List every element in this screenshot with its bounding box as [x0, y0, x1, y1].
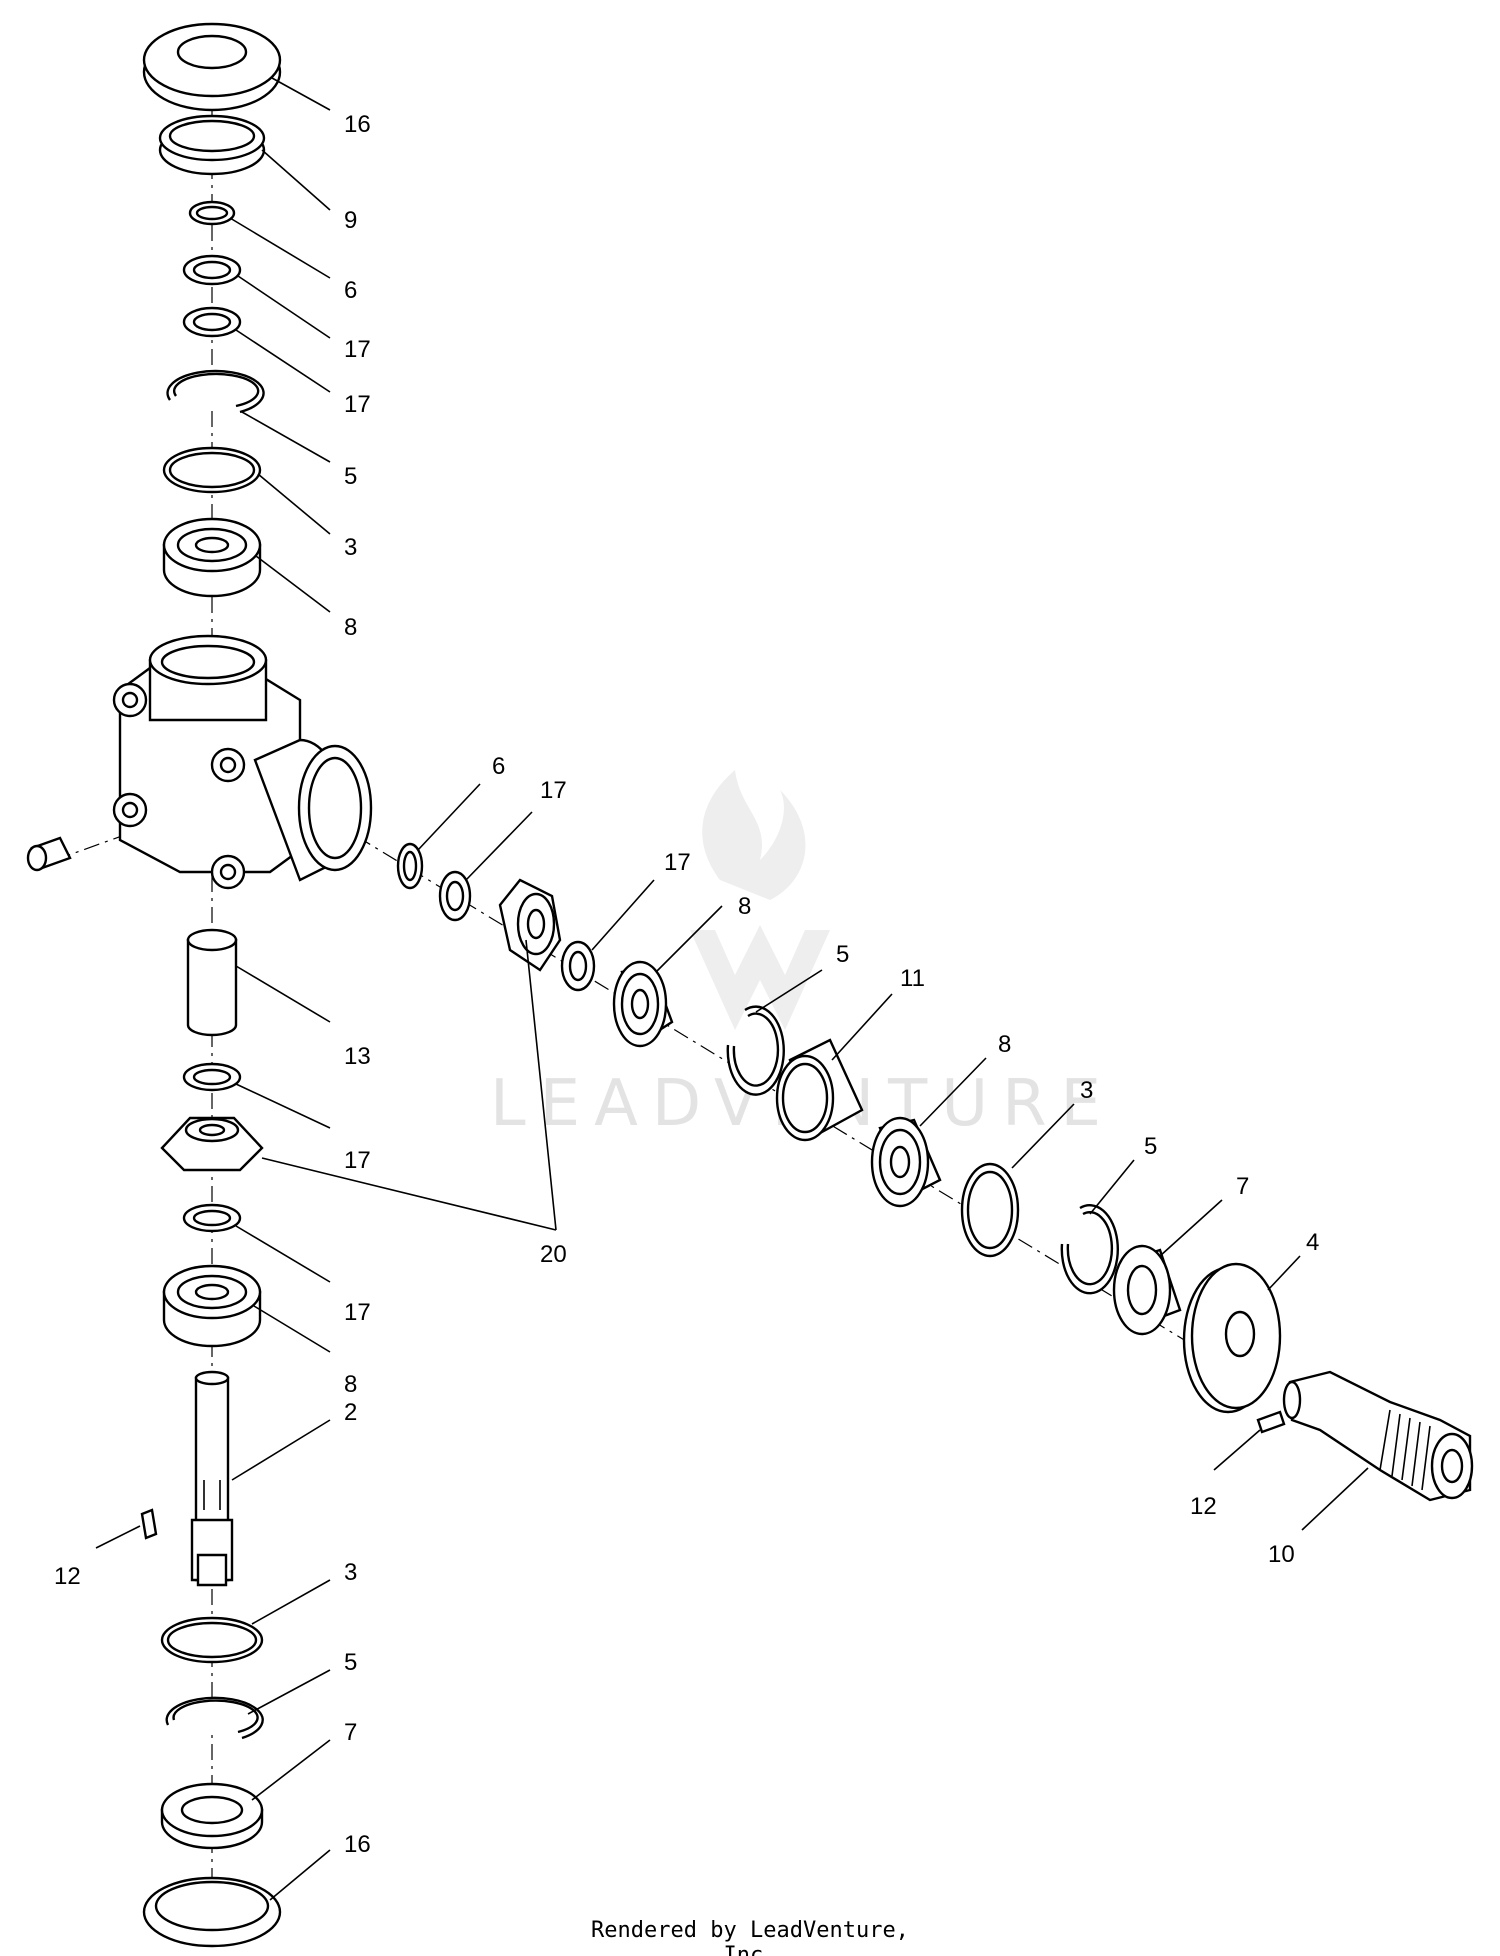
seal-ring-9 [158, 114, 266, 176]
callout-17-c: 17 [540, 777, 567, 804]
callout-20: 20 [540, 1241, 567, 1268]
callout-7-right: 7 [1236, 1173, 1249, 1200]
render-credit: Rendered by LeadVenture, Inc. [591, 1918, 909, 1956]
retaining-ring-5-mid [726, 1005, 785, 1096]
callout-16-top: 16 [344, 111, 371, 138]
callout-17-b: 17 [344, 391, 371, 418]
callout-12-right: 12 [1190, 1493, 1217, 1520]
bevel-gear-20-upper [498, 878, 562, 972]
seal-cap-16-bottom [142, 1876, 282, 1948]
callout-17-d: 17 [664, 849, 691, 876]
bearing-8-right [870, 1116, 942, 1208]
bushing-11 [775, 1038, 864, 1142]
callout-10: 10 [1268, 1541, 1295, 1568]
gearbox-housing [112, 634, 373, 890]
callout-3-top: 3 [344, 534, 357, 561]
callout-2: 2 [344, 1399, 357, 1426]
callout-6-mid: 6 [492, 753, 505, 780]
callout-12-left: 12 [54, 1563, 81, 1590]
callout-17-e: 17 [344, 1147, 371, 1174]
bearing-8-mid [612, 960, 674, 1048]
bearing-8-bottom [162, 1264, 262, 1348]
callout-6-top: 6 [344, 277, 357, 304]
vertical-shaft-2 [190, 1370, 234, 1587]
snap-ring-6-top [188, 200, 236, 226]
callout-labels: 16 9 6 17 17 5 3 8 6 17 17 8 5 11 8 3 5 … [54, 111, 1319, 1858]
drain-plug [26, 836, 72, 872]
callout-5-right: 5 [1144, 1133, 1157, 1160]
bearing-8-top [162, 517, 262, 598]
callout-8-right: 8 [998, 1031, 1011, 1058]
oil-seal-7-bottom [160, 1782, 264, 1850]
spacer-ring-3-right [960, 1162, 1020, 1258]
shim-17-b [182, 306, 242, 338]
callout-16-bottom: 16 [344, 1831, 371, 1858]
callout-3-right: 3 [1080, 1077, 1093, 1104]
shim-17-c [438, 870, 472, 922]
callout-7-bottom: 7 [344, 1719, 357, 1746]
key-12-left [140, 1508, 158, 1540]
spacer-ring-3-top [162, 446, 262, 494]
callout-8-bottom: 8 [344, 1371, 357, 1398]
oil-seal-7-right [1112, 1244, 1182, 1336]
callout-13: 13 [344, 1043, 371, 1070]
watermark-v-icon [690, 925, 830, 1030]
snap-ring-6-mid [396, 842, 424, 890]
callout-17-f: 17 [344, 1299, 371, 1326]
seal-cap-16-top [142, 22, 282, 112]
shim-17-d [560, 940, 596, 992]
callout-9: 9 [344, 207, 357, 234]
retaining-ring-5-right [1060, 1204, 1119, 1295]
callout-3-bottom: 3 [344, 1559, 357, 1586]
callout-5-top: 5 [344, 463, 357, 490]
bevel-gear-20-lower [160, 1116, 264, 1172]
callout-8-mid: 8 [738, 893, 751, 920]
callout-5-bottom: 5 [344, 1649, 357, 1676]
callout-8-top: 8 [344, 614, 357, 641]
spacer-sleeve-13 [186, 928, 238, 1037]
key-12-right [1256, 1410, 1286, 1434]
leader-lines [95, 77, 1369, 1901]
callout-4: 4 [1306, 1229, 1319, 1256]
retaining-ring-5-bottom [165, 1696, 264, 1740]
callout-5-mid: 5 [836, 941, 849, 968]
callout-11: 11 [900, 965, 925, 992]
input-shaft-10 [1282, 1370, 1474, 1502]
retaining-ring-5-top [166, 369, 265, 414]
watermark-flame-icon [702, 770, 806, 900]
shim-17-a [182, 254, 242, 286]
shim-17-f [182, 1203, 242, 1233]
shim-17-e [182, 1062, 242, 1092]
callout-17-a: 17 [344, 336, 371, 363]
spacer-ring-3-bottom [160, 1616, 264, 1664]
seal-cap-4 [1182, 1262, 1282, 1414]
